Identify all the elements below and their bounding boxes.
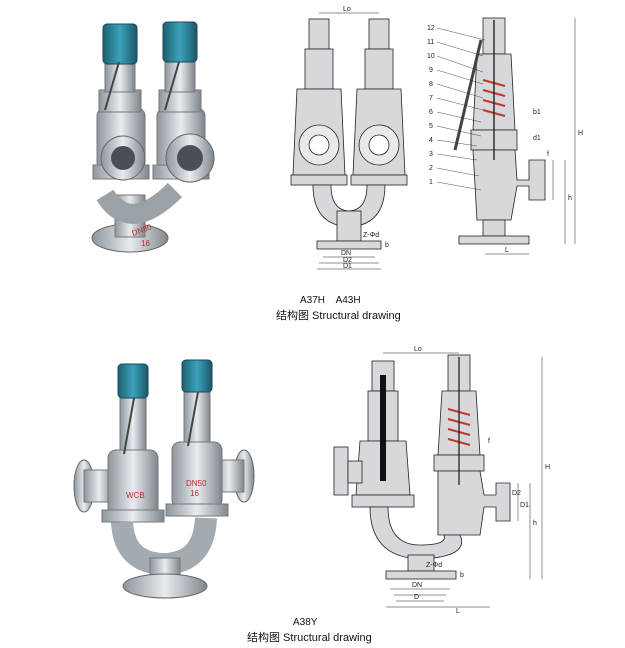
- top-dim-b: b: [385, 242, 389, 249]
- bottom-photo-material-marking: WCB: [126, 491, 145, 500]
- top-dim-zd: Z-Φd: [363, 232, 379, 239]
- top-dim-f: f: [547, 151, 549, 158]
- top-dim-h-total: H: [578, 130, 583, 137]
- top-section-view-drawing: 12 11 10 9 8 7 6 5 4 3 2 1 H h L b1 f d1: [427, 17, 583, 255]
- part-number-3: 3: [429, 151, 433, 158]
- top-model-code-a43h: A43H: [335, 295, 361, 306]
- bottom-model-code: A38Y: [293, 617, 318, 628]
- bottom-valve-photo: WCB DN50 16: [73, 359, 255, 599]
- part-number-2: 2: [429, 165, 433, 172]
- bottom-dim-zd: Z-Φd: [426, 562, 442, 569]
- bottom-caption: 结构图 Structural drawing: [247, 632, 372, 644]
- bottom-dim-d2: D2: [512, 490, 521, 497]
- bottom-dim-l: L: [456, 608, 460, 615]
- bottom-photo-pn-marking: 16: [190, 489, 199, 498]
- part-number-7: 7: [429, 95, 433, 102]
- top-dim-dn: DN: [341, 250, 351, 257]
- bottom-dim-h: h: [533, 520, 537, 527]
- part-number-11: 11: [427, 39, 434, 46]
- top-dim-lo: Lo: [343, 6, 351, 13]
- top-caption: 结构图 Structural drawing: [276, 310, 401, 322]
- top-dim-l: L: [505, 247, 509, 254]
- top-front-view-drawing: Lo DN D2 D1 Z-Φd b: [290, 6, 408, 270]
- bottom-dim-b: b: [460, 572, 464, 579]
- bottom-dim-h-total: H: [545, 464, 550, 471]
- bottom-dim-f: f: [488, 438, 490, 445]
- top-photo-pn-marking: 16: [141, 239, 150, 248]
- top-dim-d: d1: [533, 135, 541, 142]
- part-number-1: 1: [429, 179, 433, 186]
- top-dim-h: h: [568, 195, 572, 202]
- part-number-8: 8: [429, 81, 433, 88]
- bottom-dim-lo: Lo: [414, 346, 422, 353]
- part-number-6: 6: [429, 109, 433, 116]
- bottom-dim-dn: DN: [412, 582, 422, 589]
- part-number-5: 5: [429, 123, 433, 130]
- bottom-structural-drawing: Lo H h D1 D2 f Z-Φd b DN D L: [333, 346, 550, 615]
- top-valve-photo: DN80 16: [91, 21, 215, 253]
- part-number-10: 10: [427, 53, 435, 60]
- bottom-dim-d1: D1: [520, 502, 529, 509]
- part-number-4: 4: [429, 137, 433, 144]
- part-number-12: 12: [427, 25, 435, 32]
- part-number-9: 9: [429, 67, 433, 74]
- top-model-code-a37h: A37H: [300, 295, 326, 306]
- bottom-dim-d: D: [414, 594, 419, 601]
- top-dim-b1: b1: [533, 109, 541, 116]
- top-dim-d1: D1: [343, 263, 352, 270]
- bottom-photo-dn-marking: DN50: [186, 479, 207, 488]
- top-dim-d2: D2: [343, 257, 352, 264]
